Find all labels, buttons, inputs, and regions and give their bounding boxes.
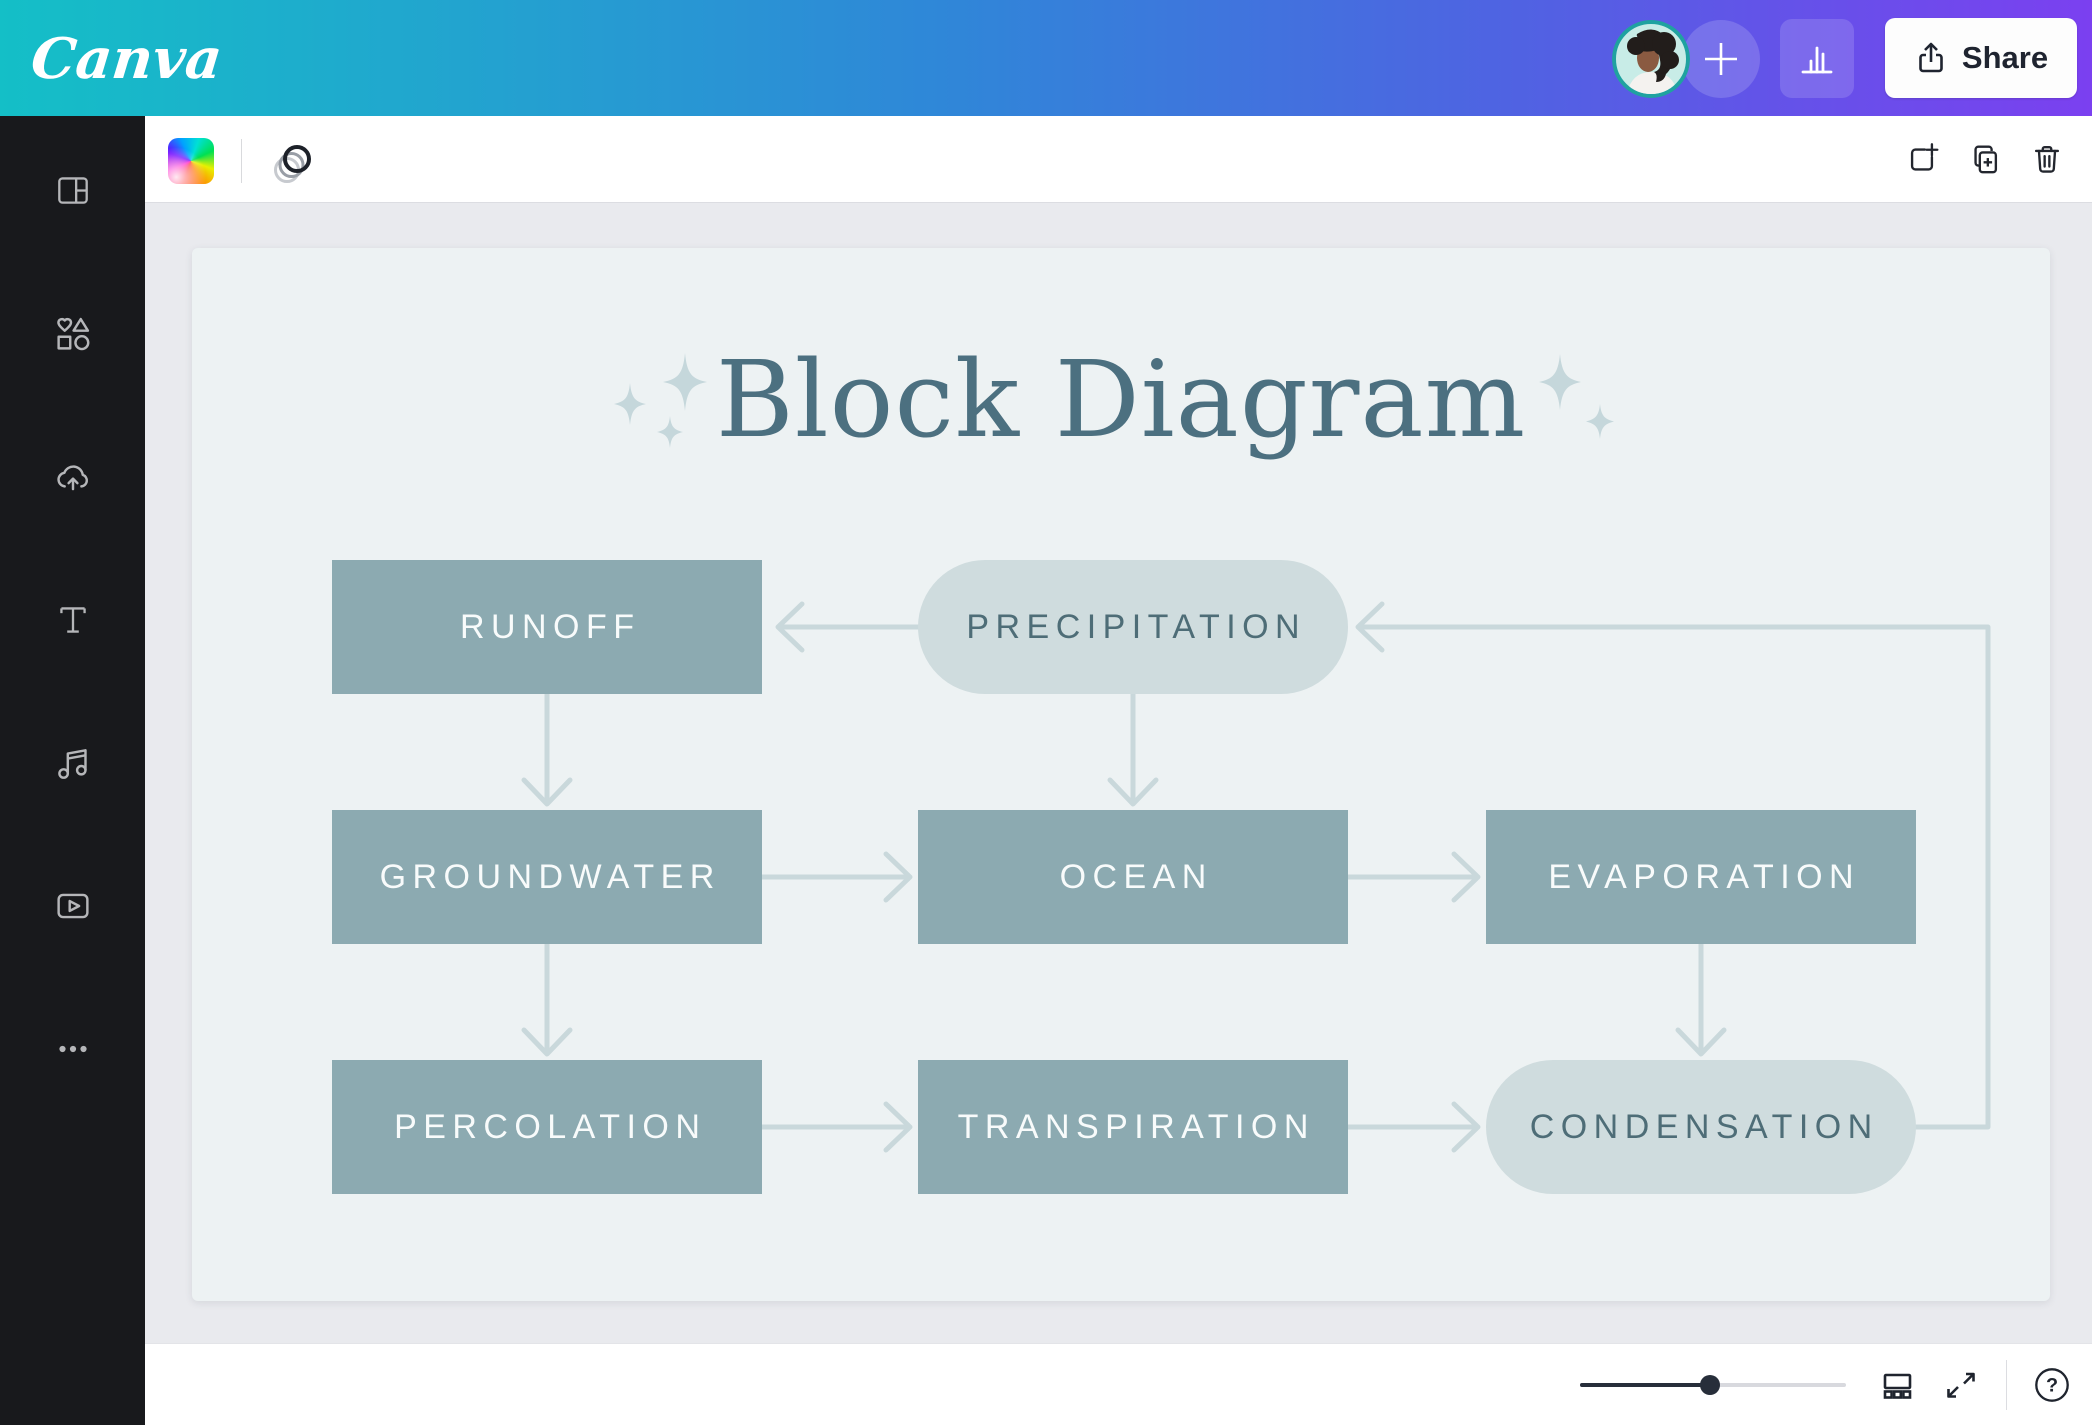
bottom-bar: ? <box>145 1343 2092 1425</box>
design-panel-icon <box>58 177 88 204</box>
sparkles-left <box>614 353 707 448</box>
create-design-button[interactable] <box>1682 20 1760 98</box>
node-runoff[interactable]: RUNOFF <box>332 560 762 694</box>
editor-toolbar <box>145 116 2092 203</box>
toolbar-divider <box>241 139 242 183</box>
zoom-slider-fill <box>1580 1382 1711 1387</box>
help-icon: ? <box>2035 1367 2069 1402</box>
top-bar: Canva S <box>0 0 2092 116</box>
sidebar-item-text[interactable] <box>52 599 94 641</box>
diagram-connectors <box>521 601 1991 1153</box>
canva-logo-text: Canva <box>28 26 225 92</box>
delete-page-button[interactable] <box>2030 141 2064 177</box>
user-avatar[interactable] <box>1612 20 1690 98</box>
zoom-slider-knob[interactable] <box>1700 1374 1721 1395</box>
plus-icon <box>1705 43 1737 75</box>
node-transpiration[interactable]: TRANSPIRATION <box>918 1060 1348 1194</box>
videos-play-icon <box>57 893 89 919</box>
sidebar-item-audio[interactable] <box>52 742 94 784</box>
zoom-slider[interactable] <box>1580 1374 1846 1395</box>
sidebar-item-design[interactable] <box>52 169 94 211</box>
sidebar-item-more[interactable] <box>52 1028 94 1070</box>
canvas-workspace: Block Diagram RUNOFF PRECIPITATION GROUN… <box>145 204 2092 1343</box>
share-button[interactable]: Share <box>1885 18 2077 98</box>
help-glyph: ? <box>2046 1374 2058 1396</box>
object-panel-sidebar <box>0 116 145 1425</box>
sidebar-item-elements[interactable] <box>52 313 94 355</box>
node-groundwater[interactable]: GROUNDWATER <box>332 810 762 944</box>
node-percolation[interactable]: PERCOLATION <box>332 1060 762 1194</box>
sidebar-item-uploads[interactable] <box>52 456 94 498</box>
duplicate-page-button[interactable] <box>1968 141 2002 177</box>
fullscreen-button[interactable] <box>1942 1366 1980 1404</box>
page-title[interactable]: Block Diagram <box>715 338 1527 461</box>
bar-chart-icon <box>1801 46 1833 73</box>
bottom-bar-divider <box>2006 1359 2007 1410</box>
transparency-button[interactable] <box>263 130 323 192</box>
elements-shapes-icon <box>57 317 90 351</box>
insights-chart-button[interactable] <box>1780 19 1854 98</box>
grid-view-button[interactable] <box>1878 1366 1916 1404</box>
grid-view-icon <box>1883 1373 1912 1399</box>
share-button-label: Share <box>1961 40 2049 75</box>
background-color-swatch-button[interactable] <box>168 138 214 184</box>
uploads-cloud-icon <box>57 465 88 491</box>
more-ellipsis-icon <box>59 1045 87 1053</box>
fullscreen-expand-icon <box>1947 1372 1975 1398</box>
node-precipitation[interactable]: PRECIPITATION <box>918 560 1348 694</box>
audio-note-icon <box>58 749 87 779</box>
canva-logo[interactable]: Canva <box>26 16 266 100</box>
node-evaporation[interactable]: EVAPORATION <box>1486 810 1916 944</box>
sidebar-item-videos[interactable] <box>52 885 94 927</box>
share-upload-icon <box>1919 42 1943 73</box>
node-condensation[interactable]: CONDENSATION <box>1486 1060 1916 1194</box>
design-page[interactable]: Block Diagram RUNOFF PRECIPITATION GROUN… <box>192 248 2050 1301</box>
sparkles-right <box>1539 354 1614 439</box>
help-button[interactable]: ? <box>2033 1366 2071 1404</box>
text-tool-icon <box>60 607 86 633</box>
node-ocean[interactable]: OCEAN <box>918 810 1348 944</box>
add-page-button[interactable] <box>1905 141 1939 177</box>
